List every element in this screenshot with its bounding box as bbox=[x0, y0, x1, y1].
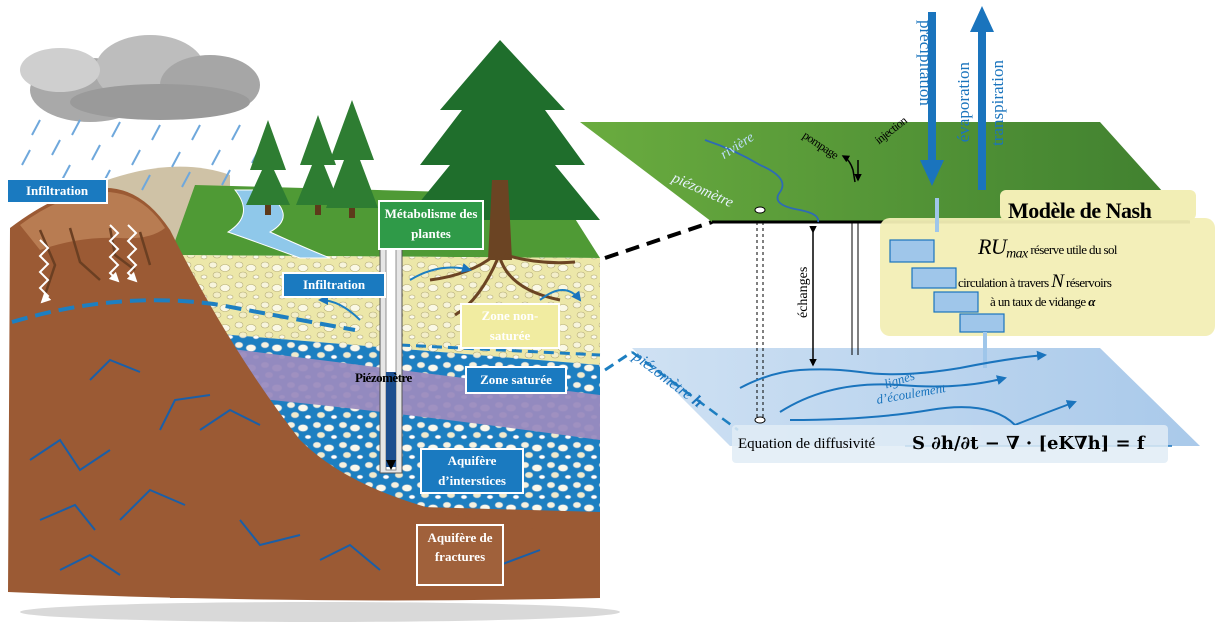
equation-label: Equation de diffusivité bbox=[738, 436, 876, 452]
label-infiltration-left: Infiltration bbox=[6, 178, 108, 204]
label-zone-saturated: Zone saturée bbox=[465, 366, 567, 394]
river-line bbox=[704, 139, 820, 223]
ru-max-subscript: max bbox=[1006, 246, 1028, 262]
connector-dashed bbox=[604, 220, 713, 260]
label-zone-unsaturated: Zone non-saturée bbox=[460, 303, 560, 349]
nash-title-bg bbox=[1000, 190, 1196, 220]
label-metabolism: Métabolisme des plantes bbox=[378, 200, 484, 250]
label-echanges: échanges bbox=[796, 266, 811, 318]
block-shadow bbox=[20, 602, 620, 622]
label-aquifer-fractures: Aquifère de fractures bbox=[416, 524, 504, 586]
nash-model-title: Modèle de Nash bbox=[1008, 198, 1152, 223]
label-piezometer: Piézomètre bbox=[355, 370, 412, 385]
circulation-suffix: réservoirs bbox=[1066, 275, 1112, 290]
ru-max-symbol: RU bbox=[978, 234, 1007, 259]
ru-max-text: réserve utile du sol bbox=[1030, 242, 1117, 257]
aquifer-dashed-edge bbox=[631, 350, 739, 432]
label-infiltration-center: Infiltration bbox=[282, 272, 386, 298]
big-tree bbox=[405, 40, 600, 317]
label-evaporation: évaporation bbox=[954, 62, 973, 143]
cloud bbox=[20, 35, 260, 122]
circulation-n: N bbox=[1051, 271, 1064, 292]
ru-max-line: RUmax réserve utile du sol bbox=[978, 234, 1117, 263]
soil-flow-arrows bbox=[318, 263, 582, 321]
vidange-prefix: à un taux de vidange bbox=[990, 294, 1086, 309]
label-metabolism-text: Métabolisme des plantes bbox=[384, 206, 478, 241]
river bbox=[226, 189, 331, 259]
precipitation-arrow bbox=[920, 12, 944, 186]
evaporation-arrow bbox=[970, 6, 994, 190]
connector-dashed-bottom bbox=[604, 350, 633, 372]
circulation-line: circulation à travers N réservoirs bbox=[958, 271, 1112, 293]
label-transpiration: transpiration bbox=[988, 60, 1007, 146]
rain bbox=[21, 119, 261, 191]
hill-topsoil bbox=[20, 191, 165, 250]
hill-roots bbox=[38, 227, 152, 296]
model-wells bbox=[756, 222, 859, 418]
vidange-alpha: α bbox=[1088, 294, 1095, 309]
piezometer-well bbox=[379, 234, 403, 474]
label-aquifer-interstices: Aquifère d’interstices bbox=[420, 448, 524, 494]
vidange-line: à un taux de vidange α bbox=[990, 294, 1095, 310]
flow-lines bbox=[739, 350, 1077, 427]
nash-reservoirs bbox=[889, 239, 1005, 333]
piezometer-bottom-point bbox=[754, 416, 766, 424]
circulation-prefix: circulation à travers bbox=[958, 275, 1049, 290]
soil-hill bbox=[8, 187, 600, 601]
infiltration-arrows-hill bbox=[38, 224, 138, 304]
pompage-arrow bbox=[841, 155, 856, 183]
label-precipitation: précipitation bbox=[916, 20, 935, 106]
piezometer-top-point bbox=[754, 206, 766, 214]
equation-panel bbox=[732, 425, 1168, 463]
conifer-trees bbox=[246, 100, 378, 218]
equation-formula: S ∂h/∂t − ∇ · [eK∇h] = f bbox=[912, 433, 1145, 454]
aquifer-plane bbox=[632, 348, 1200, 446]
water-table-line-2 bbox=[399, 343, 601, 357]
water-table-line bbox=[11, 298, 356, 332]
